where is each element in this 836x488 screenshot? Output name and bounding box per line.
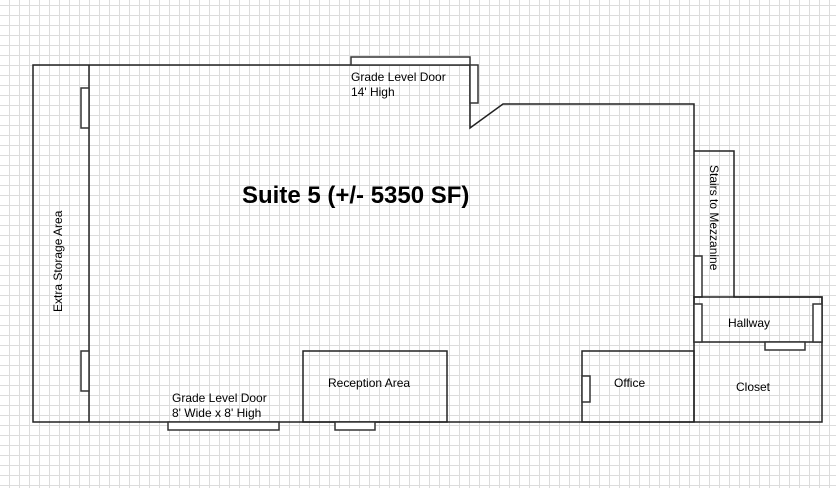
storage-door-bottom [80, 350, 90, 392]
stairs-label: Stairs to Mezzanine [707, 165, 721, 271]
bottom-door-label-line2: 8' Wide x 8' High [172, 406, 262, 420]
reception-label: Reception Area [328, 376, 411, 390]
top-door-jamb [469, 64, 479, 104]
closet-label: Closet [736, 380, 771, 394]
stairs-door [693, 255, 703, 298]
suite-title: Suite 5 (+/- 5350 SF) [242, 182, 470, 209]
hallway-door-right [812, 303, 823, 343]
bottom-door-label-line1: Grade Level Door [172, 391, 267, 405]
office-door [581, 375, 591, 403]
reception-door [334, 421, 376, 431]
hallway-door-left [693, 303, 703, 343]
storage-door-top [80, 87, 90, 129]
main-wall-right [469, 65, 695, 422]
office-label: Office [614, 376, 646, 390]
top-door-label-line1: Grade Level Door [351, 70, 446, 84]
outer-wall [32, 64, 823, 423]
top-door-label-line2: 14' High [351, 85, 395, 99]
storage-label: Extra Storage Area [51, 210, 65, 312]
bottom-grade-door [167, 421, 280, 431]
top-grade-door [350, 56, 471, 66]
hallway-label: Hallway [728, 316, 771, 330]
closet-door [764, 341, 806, 351]
